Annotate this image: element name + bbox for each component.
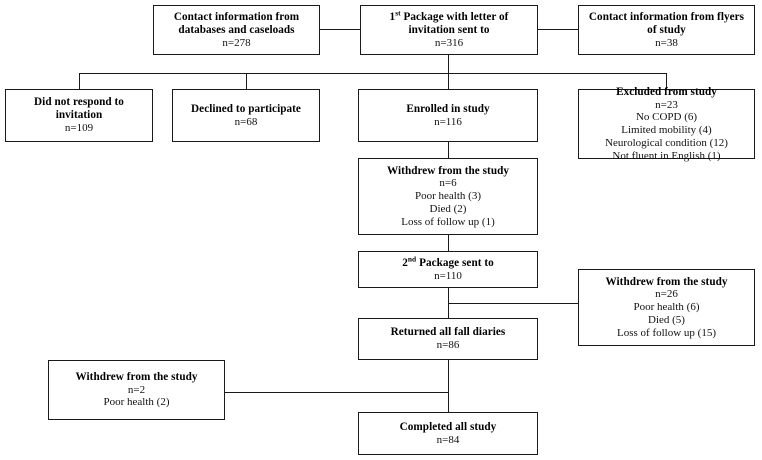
node-package2-title: 2nd Package sent to — [402, 253, 494, 269]
connector-bus-to-declined — [246, 73, 248, 89]
node-withdrew1-reason: Poor health (3) — [415, 190, 481, 203]
node-withdrew2[interactable]: Withdrew from the study n=26 Poor health… — [578, 269, 755, 346]
connector-returned-to-completed — [448, 360, 450, 412]
node-withdrew2-reason: Poor health (6) — [633, 301, 700, 314]
node-flyers-count: n=38 — [655, 36, 678, 49]
node-excluded-reason: Not fluent in English (1) — [612, 149, 721, 162]
node-withdrew2-reason: Loss of follow up (15) — [617, 326, 716, 339]
node-databases[interactable]: Contact information from databases and c… — [153, 5, 320, 55]
node-returned-count: n=86 — [436, 339, 460, 352]
connector-branch-to-withdrew3 — [225, 392, 448, 394]
node-completed-count: n=84 — [436, 433, 460, 446]
node-returned-title: Returned all fall diaries — [390, 326, 506, 339]
node-withdrew3-reason: Poor health (2) — [103, 396, 170, 409]
connector-bus-to-no-response — [79, 73, 81, 89]
node-flyers-title: Contact information from flyers of study — [588, 10, 745, 36]
connector-package1-to-flyers — [538, 29, 578, 31]
node-withdrew2-title: Withdrew from the study — [605, 275, 728, 288]
node-package2[interactable]: 2nd Package sent to n=110 — [358, 251, 538, 288]
node-withdrew3[interactable]: Withdrew from the study n=2 Poor health … — [48, 360, 225, 420]
connector-withdrew1-to-package2 — [448, 235, 450, 251]
node-package1[interactable]: 1st Package with letter of invitation se… — [360, 5, 538, 55]
node-withdrew3-title: Withdrew from the study — [75, 370, 198, 383]
node-withdrew2-reason: Died (5) — [648, 313, 685, 326]
connector-enrolled-to-withdrew1 — [448, 142, 450, 158]
node-completed[interactable]: Completed all study n=84 — [358, 412, 538, 455]
node-databases-title: Contact information from databases and c… — [173, 10, 300, 36]
node-withdrew3-count: n=2 — [127, 383, 146, 396]
connector-bus-to-excluded — [666, 73, 668, 89]
node-declined-title: Declined to participate — [191, 102, 301, 115]
node-withdrew1[interactable]: Withdrew from the study n=6 Poor health … — [358, 158, 538, 235]
node-excluded-reason: Neurological condition (12) — [605, 136, 728, 149]
node-withdrew1-count: n=6 — [439, 177, 457, 190]
node-enrolled[interactable]: Enrolled in study n=116 — [358, 89, 538, 142]
node-excluded-count: n=23 — [655, 98, 678, 111]
connector-databases-to-package1 — [320, 29, 360, 31]
node-withdrew1-reason: Loss of follow up (1) — [401, 215, 495, 228]
node-databases-count: n=278 — [222, 36, 251, 49]
node-withdrew1-title: Withdrew from the study — [386, 164, 510, 177]
node-completed-title: Completed all study — [399, 420, 497, 433]
node-excluded[interactable]: Excluded from study n=23 No COPD (6) Lim… — [578, 85, 755, 162]
node-excluded-title: Excluded from study — [616, 85, 717, 98]
node-excluded-reason: No COPD (6) — [635, 111, 698, 124]
node-flyers[interactable]: Contact information from flyers of study… — [578, 5, 755, 55]
connector-bus-to-enrolled — [448, 73, 450, 89]
node-returned[interactable]: Returned all fall diaries n=86 — [358, 318, 538, 360]
connector-row2-bus — [79, 73, 667, 75]
connector-branch-to-withdrew2 — [448, 303, 578, 305]
node-package1-title: 1st Package with letter of invitation se… — [389, 7, 509, 36]
node-enrolled-title: Enrolled in study — [406, 102, 490, 115]
node-no-response-count: n=109 — [64, 122, 94, 135]
connector-package1-stem — [448, 55, 450, 74]
node-no-response-title: Did not respond to invitation — [34, 96, 124, 122]
node-declined-count: n=68 — [234, 115, 258, 128]
node-declined[interactable]: Declined to participate n=68 — [172, 89, 320, 142]
node-excluded-reason: Limited mobility (4) — [621, 124, 712, 137]
node-no-response[interactable]: Did not respond to invitation n=109 — [5, 89, 153, 142]
node-enrolled-count: n=116 — [434, 115, 462, 128]
node-withdrew2-count: n=26 — [655, 288, 678, 301]
node-withdrew1-reason: Died (2) — [429, 202, 467, 215]
node-package2-count: n=110 — [434, 269, 462, 282]
node-package1-count: n=316 — [434, 36, 464, 49]
